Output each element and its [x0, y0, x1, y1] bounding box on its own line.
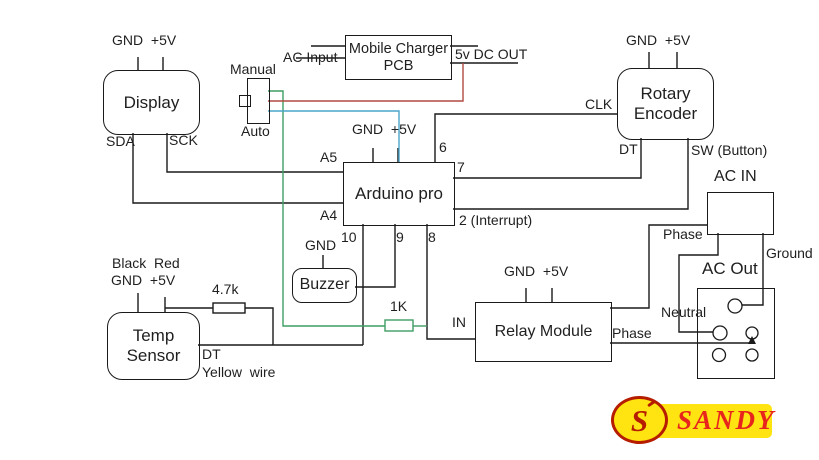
buzzer-gnd-label: GND — [305, 237, 337, 253]
temp-power-label: GND +5V — [111, 272, 176, 288]
mode-switch-body — [247, 78, 270, 124]
wire-pin2-to-sw — [453, 138, 689, 210]
wire-pin6-to-clk — [434, 113, 617, 162]
resistor-4-7k-body — [212, 302, 246, 314]
wire-sck-to-a5 — [166, 133, 343, 173]
phase-arrowhead — [748, 336, 756, 344]
wire-pullup-right — [245, 307, 274, 345]
acout-hole-bottom-left — [711, 347, 727, 363]
ac-out-neutral-label: Neutral — [661, 304, 707, 320]
acout-hole-ground — [727, 298, 743, 314]
ac-out-box — [697, 288, 775, 379]
arduino-box: Arduino pro — [343, 162, 455, 226]
mobile-charger-label-line1: Mobile Charger — [348, 40, 449, 57]
display-label: Display — [123, 92, 180, 112]
wire-acin-ground-to-acout — [742, 233, 764, 306]
temp-pin-dt: DT — [202, 346, 221, 362]
ac-out-label: AC Out — [702, 259, 758, 278]
mobile-charger-box: Mobile Charger PCB — [345, 35, 452, 80]
encoder-power-label: GND +5V — [626, 32, 691, 48]
sandy-emblem-accent-mark — [647, 399, 656, 407]
switch-manual-label: Manual — [230, 61, 276, 77]
arduino-pin-a4: A4 — [320, 207, 338, 223]
wire-pin8-to-relay-in — [426, 224, 475, 340]
sandy-logo-text: SANDY — [677, 405, 776, 435]
arduino-pin-9: 9 — [396, 229, 404, 245]
arduino-pin-6: 6 — [439, 139, 447, 155]
sandy-emblem-letter: S — [630, 402, 649, 438]
charger-dc-out-label: 5v DC OUT — [455, 46, 528, 62]
ac-in-box — [707, 192, 774, 235]
encoder-pin-clk: CLK — [585, 96, 613, 112]
rotary-encoder-box: Rotary Encoder — [617, 68, 714, 140]
display-pin-sda: SDA — [106, 133, 135, 149]
temp-sensor-label-line2: Sensor — [126, 346, 181, 365]
wire-relay-to-acin-phase — [610, 224, 707, 309]
arduino-pin-a5: A5 — [320, 149, 338, 165]
display-box: Display — [103, 70, 200, 135]
wire-acin-neutral-to-acout — [678, 233, 719, 333]
wire-green-switch-to-resistor — [268, 90, 385, 327]
relay-pin-in: IN — [452, 314, 466, 330]
temp-sensor-label-line1: Temp — [132, 326, 175, 346]
display-pin-sck: SCK — [169, 132, 198, 148]
black-wires — [132, 45, 764, 346]
buzzer-box: Buzzer — [292, 268, 357, 303]
mode-switch-knob — [239, 95, 251, 107]
relay-module-label: Relay Module — [494, 322, 593, 340]
acout-hole-neutral — [712, 325, 728, 341]
rotary-encoder-label-line1: Rotary — [640, 84, 691, 104]
mobile-charger-label-line2: PCB — [383, 57, 414, 74]
buzzer-label: Buzzer — [299, 276, 350, 294]
wire-pin9-to-buzzer — [355, 224, 396, 288]
acout-hole-bottom-right — [745, 348, 759, 362]
wire-blue-switch-to-arduino-5v — [268, 110, 400, 162]
wire-pin7-to-dt — [453, 138, 642, 179]
temp-sensor-box: Temp Sensor — [107, 312, 200, 380]
switch-auto-label: Auto — [241, 123, 270, 139]
relay-power-label: GND +5V — [504, 263, 569, 279]
arduino-label: Arduino pro — [355, 184, 443, 204]
resistor-4-7k-label: 4.7k — [212, 281, 239, 297]
arduino-pin-8: 8 — [428, 229, 436, 245]
relay-phase-label: Phase — [612, 325, 652, 341]
resistor-1k-label: 1K — [390, 298, 408, 314]
arduino-pin-7: 7 — [457, 159, 465, 175]
encoder-pin-dt: DT — [619, 141, 638, 157]
ac-in-phase-label: Phase — [663, 226, 703, 242]
ac-in-ground-label: Ground — [766, 245, 813, 261]
rotary-encoder-label-line2: Encoder — [633, 104, 698, 123]
charger-ac-input-label: AC Input — [283, 49, 338, 65]
wire-red-5v-to-switch — [268, 63, 464, 102]
temp-wire-note: Yellow wire — [202, 364, 276, 380]
arduino-pin-2: 2 (Interrupt) — [459, 212, 533, 228]
temp-wire-colors-label: Black Red — [112, 255, 180, 271]
sandy-logo-emblem: S — [611, 396, 668, 444]
ac-in-label: AC IN — [714, 168, 757, 185]
resistor-1k-body — [384, 319, 414, 332]
arduino-power-label: GND +5V — [352, 121, 417, 137]
acout-socket-holes — [711, 298, 759, 363]
display-power-label: GND +5V — [112, 32, 177, 48]
encoder-pin-sw: SW (Button) — [691, 142, 768, 158]
wire-sda-to-a4 — [132, 133, 343, 204]
relay-module-box: Relay Module — [475, 302, 612, 362]
arduino-pin-10: 10 — [341, 229, 357, 245]
